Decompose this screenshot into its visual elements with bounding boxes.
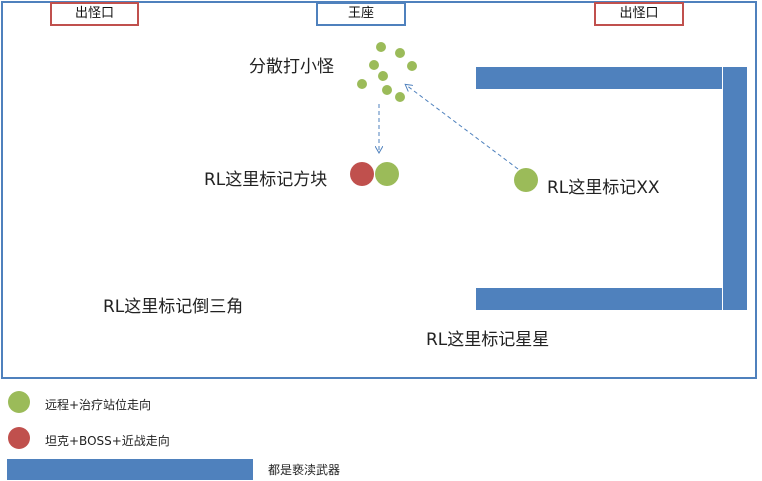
legend-red-dot	[8, 427, 30, 449]
exit-gate-left: 出怪口	[50, 2, 139, 26]
ranged-dot	[375, 162, 399, 186]
legend-green-text: 远程+治疗站位走向	[45, 398, 152, 412]
tank-boss-dot	[350, 162, 374, 186]
exit-gate-right: 出怪口	[594, 2, 684, 26]
arrow-to-center	[406, 85, 519, 170]
ranged-dot	[395, 48, 405, 58]
legend-bar-text: 都是亵渎武器	[268, 463, 341, 477]
legend-red-text: 坦克+BOSS+近战走向	[45, 434, 170, 448]
ranged-dot	[376, 42, 386, 52]
ranged-dot	[369, 60, 379, 70]
legend-bar	[7, 459, 253, 480]
weapon-bar-top	[476, 67, 722, 89]
ranged-dot	[357, 79, 367, 89]
ranged-dot	[395, 92, 405, 102]
legend-green-dot	[8, 391, 30, 413]
weapon-bar-right	[723, 67, 747, 310]
mark-square-label: RL这里标记方块	[204, 170, 328, 190]
throne-gate: 王座	[316, 2, 406, 26]
ranged-dot	[407, 61, 417, 71]
ranged-dot	[378, 71, 388, 81]
spread-mobs-label: 分散打小怪	[249, 57, 334, 77]
weapon-bar-bottom	[476, 288, 722, 310]
ranged-dot	[382, 85, 392, 95]
mark-triangle-label: RL这里标记倒三角	[103, 297, 244, 317]
mark-star-label: RL这里标记星星	[426, 330, 550, 350]
ranged-dot	[514, 168, 538, 192]
mark-xx-label: RL这里标记XX	[547, 178, 660, 198]
